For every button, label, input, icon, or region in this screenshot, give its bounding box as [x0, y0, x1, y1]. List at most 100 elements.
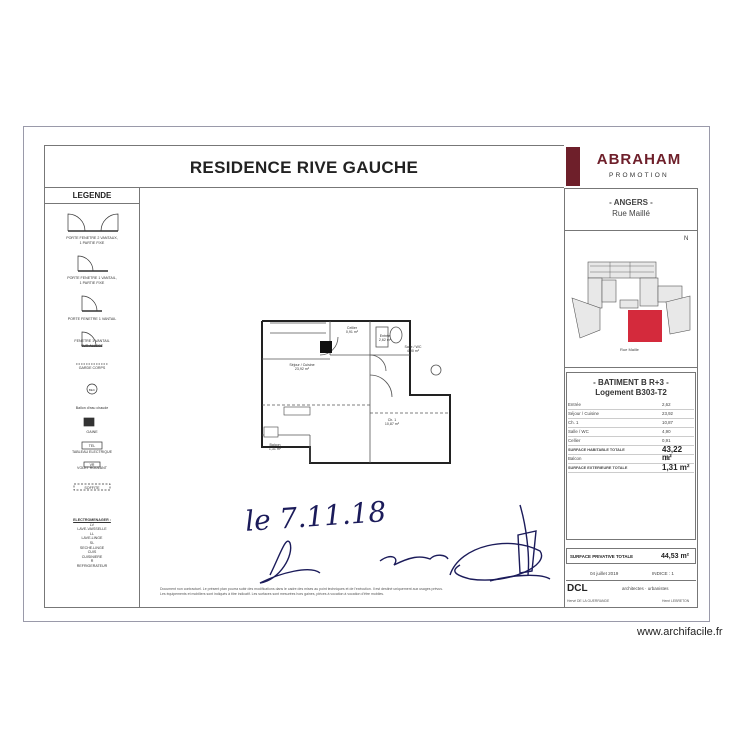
legend-item: Ballon d'eau chaude	[47, 406, 137, 411]
vr-badge: VR	[90, 463, 95, 467]
lot-label: Logement B303-T2	[595, 388, 667, 397]
area-row-label: Ch. 1	[568, 420, 579, 425]
plan-index: INDICE : 1	[652, 571, 674, 576]
legend-item-text: SOFFITE	[84, 486, 100, 490]
unit-highlight	[628, 310, 662, 342]
area-row: Entrée 2,62	[568, 401, 694, 410]
legend-item-text: PORTE FENETRE 1 VANTAIL	[67, 317, 117, 321]
area-row: Séjour / Cuisine 23,92	[568, 410, 694, 419]
building-title: - BATIMENT B R+3 - Logement B303-T2	[566, 378, 696, 398]
legend-item-text: PORTE FENETRE 1 VANTAIL,	[67, 276, 117, 280]
disclaimer-notes: Document non contractuel. Le présent pla…	[160, 587, 560, 597]
signatures	[259, 504, 551, 584]
legend-item: GAINE	[47, 430, 137, 435]
area-row-label: Balcon	[568, 456, 582, 461]
legend-item-text: Ballon d'eau chaude	[75, 406, 109, 410]
legend-item-text: PORTE FENETRE 2 VANTAUX,	[66, 236, 118, 240]
legend-item-text: FENETRE 1 VANTAIL	[74, 339, 110, 343]
legend-item-text: SECHE-LINGE	[79, 545, 105, 550]
site-plan	[571, 261, 691, 342]
area-row-label: Salle / WC	[568, 429, 589, 434]
legend-item-text: R	[90, 559, 94, 564]
legend-item-text: CUISINIERE	[81, 554, 103, 559]
architect-left-name: Hervé DE LA GUERRANDE	[567, 599, 610, 603]
legend-item: PORTE FENETRE 1 VANTAIL	[47, 317, 137, 322]
legend-item-text: 1 PARTIE FIXE	[79, 280, 105, 285]
title-row	[44, 145, 564, 188]
area-row-label: Entrée	[568, 402, 581, 407]
outer-frame	[23, 126, 710, 622]
legend-item-text: VOLET ROULANT	[77, 466, 107, 470]
site-plan-box	[564, 231, 698, 368]
watermark-text: www.archifacile.fr	[637, 626, 723, 638]
legend-item-text: LAVE-LINGE	[81, 536, 103, 541]
plan-date: 04 juillet 2019	[590, 571, 619, 576]
legend-item: SOFFITE	[47, 486, 137, 491]
legend-item-text: GAINE	[86, 430, 98, 434]
area-row-value: 4,90	[662, 429, 671, 434]
building-label: - BATIMENT B R+3 -	[593, 378, 669, 387]
legend-item-text: TABLEAU ELECTRIQUE	[71, 450, 113, 454]
legend-symbols: BEC TEL VR	[67, 213, 119, 491]
disclaimer-line-1: Document non contractuel. Le présent pla…	[160, 587, 443, 591]
legend-item-text: REFRIGERATEUR	[76, 563, 108, 568]
legend-item-text: LL	[90, 531, 94, 536]
plan-sheet	[44, 145, 698, 608]
architect-row	[566, 580, 696, 606]
area-row: Balcon 1,31	[568, 455, 694, 464]
area-row-label: Séjour / Cuisine	[568, 411, 599, 416]
area-row-value: 10,87	[662, 420, 673, 425]
architect-subtitle: architectes · urbanistes	[622, 586, 669, 591]
private-area-row: SURFACE PRIVATIVE TOTALE 44,53 m²	[566, 548, 696, 564]
logo-mark	[566, 147, 580, 186]
floor-plan	[261, 320, 451, 464]
area-row-value: 23,92	[662, 411, 673, 416]
architect-name: DCL	[567, 583, 588, 594]
legend-item-text: SUR ALLEGE	[80, 343, 104, 348]
legend-item: TABLEAU ELECTRIQUE	[47, 450, 137, 455]
brand-name: ABRAHAM	[596, 151, 682, 168]
bec-badge: BEC	[89, 388, 96, 392]
architect-right-name: Henri LEBRETON	[662, 599, 690, 603]
unit-info-box	[566, 372, 696, 540]
area-row-value: 1,31 m²	[662, 463, 690, 472]
north-arrow: N	[684, 236, 689, 242]
private-area-value: 44,53 m²	[661, 553, 690, 560]
brand-subtitle: PROMOTION	[609, 172, 669, 179]
logo-box	[564, 145, 698, 188]
legend-item-text: LV	[89, 522, 95, 527]
title-block	[564, 145, 698, 608]
legend-item: VOLET ROULANT	[47, 466, 137, 471]
legend-item-text: GARDE CORPS	[78, 366, 106, 370]
legend-column	[44, 188, 140, 608]
legend-item: GARDE CORPS	[47, 366, 137, 371]
legend-heading: LEGENDE	[44, 188, 140, 204]
legend-item: PORTE FENETRE 1 VANTAIL,1 PARTIE FIXE	[47, 276, 137, 285]
area-row-value: 2,62	[662, 402, 671, 407]
document-title: RESIDENCE RIVE GAUCHE	[189, 158, 419, 177]
area-row-value: 43,22 m²	[662, 445, 683, 462]
disclaimer-line-2: Les équipements et mobiliers sont indiqu…	[160, 592, 385, 596]
location-box	[564, 188, 698, 231]
city-label: - ANGERS -	[609, 198, 653, 207]
legend-item-text: LAVE-VAISSELLE	[77, 527, 107, 532]
legend-item-text: ELECTROMENAGER :	[73, 518, 111, 522]
date-row: 04 juillet 2019 INDICE : 1	[566, 568, 696, 580]
area-row-value: 0,91	[662, 438, 671, 443]
legend-item-text: CUIS	[87, 550, 97, 555]
site-plan-label: Rue Maille	[620, 347, 639, 352]
area-row-value: 1,31	[662, 456, 671, 461]
legend-item-text: 1 PARTIE FIXE	[79, 240, 105, 245]
